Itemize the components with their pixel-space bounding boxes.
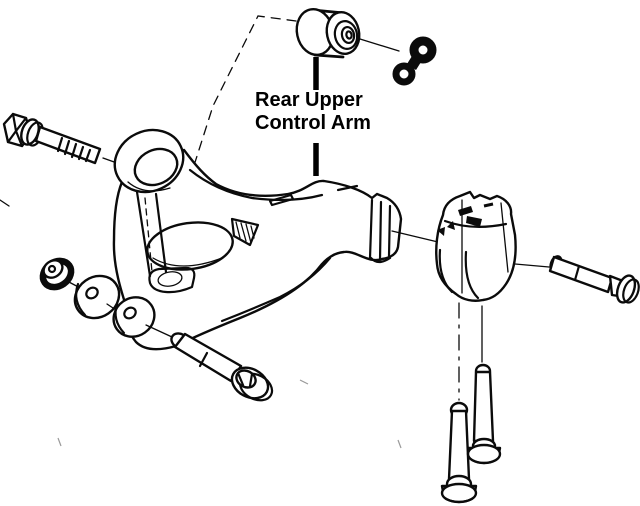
stray-marks (58, 380, 401, 448)
control-arm-illustration (105, 119, 401, 349)
flange-nut (38, 256, 86, 293)
cam-washer (67, 267, 128, 326)
front-pivot-bolt (4, 114, 128, 167)
bushing-illustration (293, 6, 399, 58)
part-label-line2: Control Arm (255, 112, 371, 134)
mounting-bolt-right (468, 365, 500, 463)
mounting-axis-lines (459, 303, 482, 400)
hatched-pocket (232, 219, 258, 245)
lower-cam-bolt (146, 325, 277, 406)
leader-dashed-line (0, 16, 296, 206)
adjuster-bracket (436, 192, 515, 301)
mounting-bolt-left (442, 403, 476, 502)
rear-pivot-bolt (549, 255, 640, 305)
retainer-clip-icon (396, 41, 432, 82)
arm-cam-plate (106, 289, 162, 344)
bracket-markings (437, 204, 493, 236)
part-label: Rear Upper Control Arm (255, 89, 371, 135)
part-label-line1: Rear Upper (255, 89, 363, 111)
